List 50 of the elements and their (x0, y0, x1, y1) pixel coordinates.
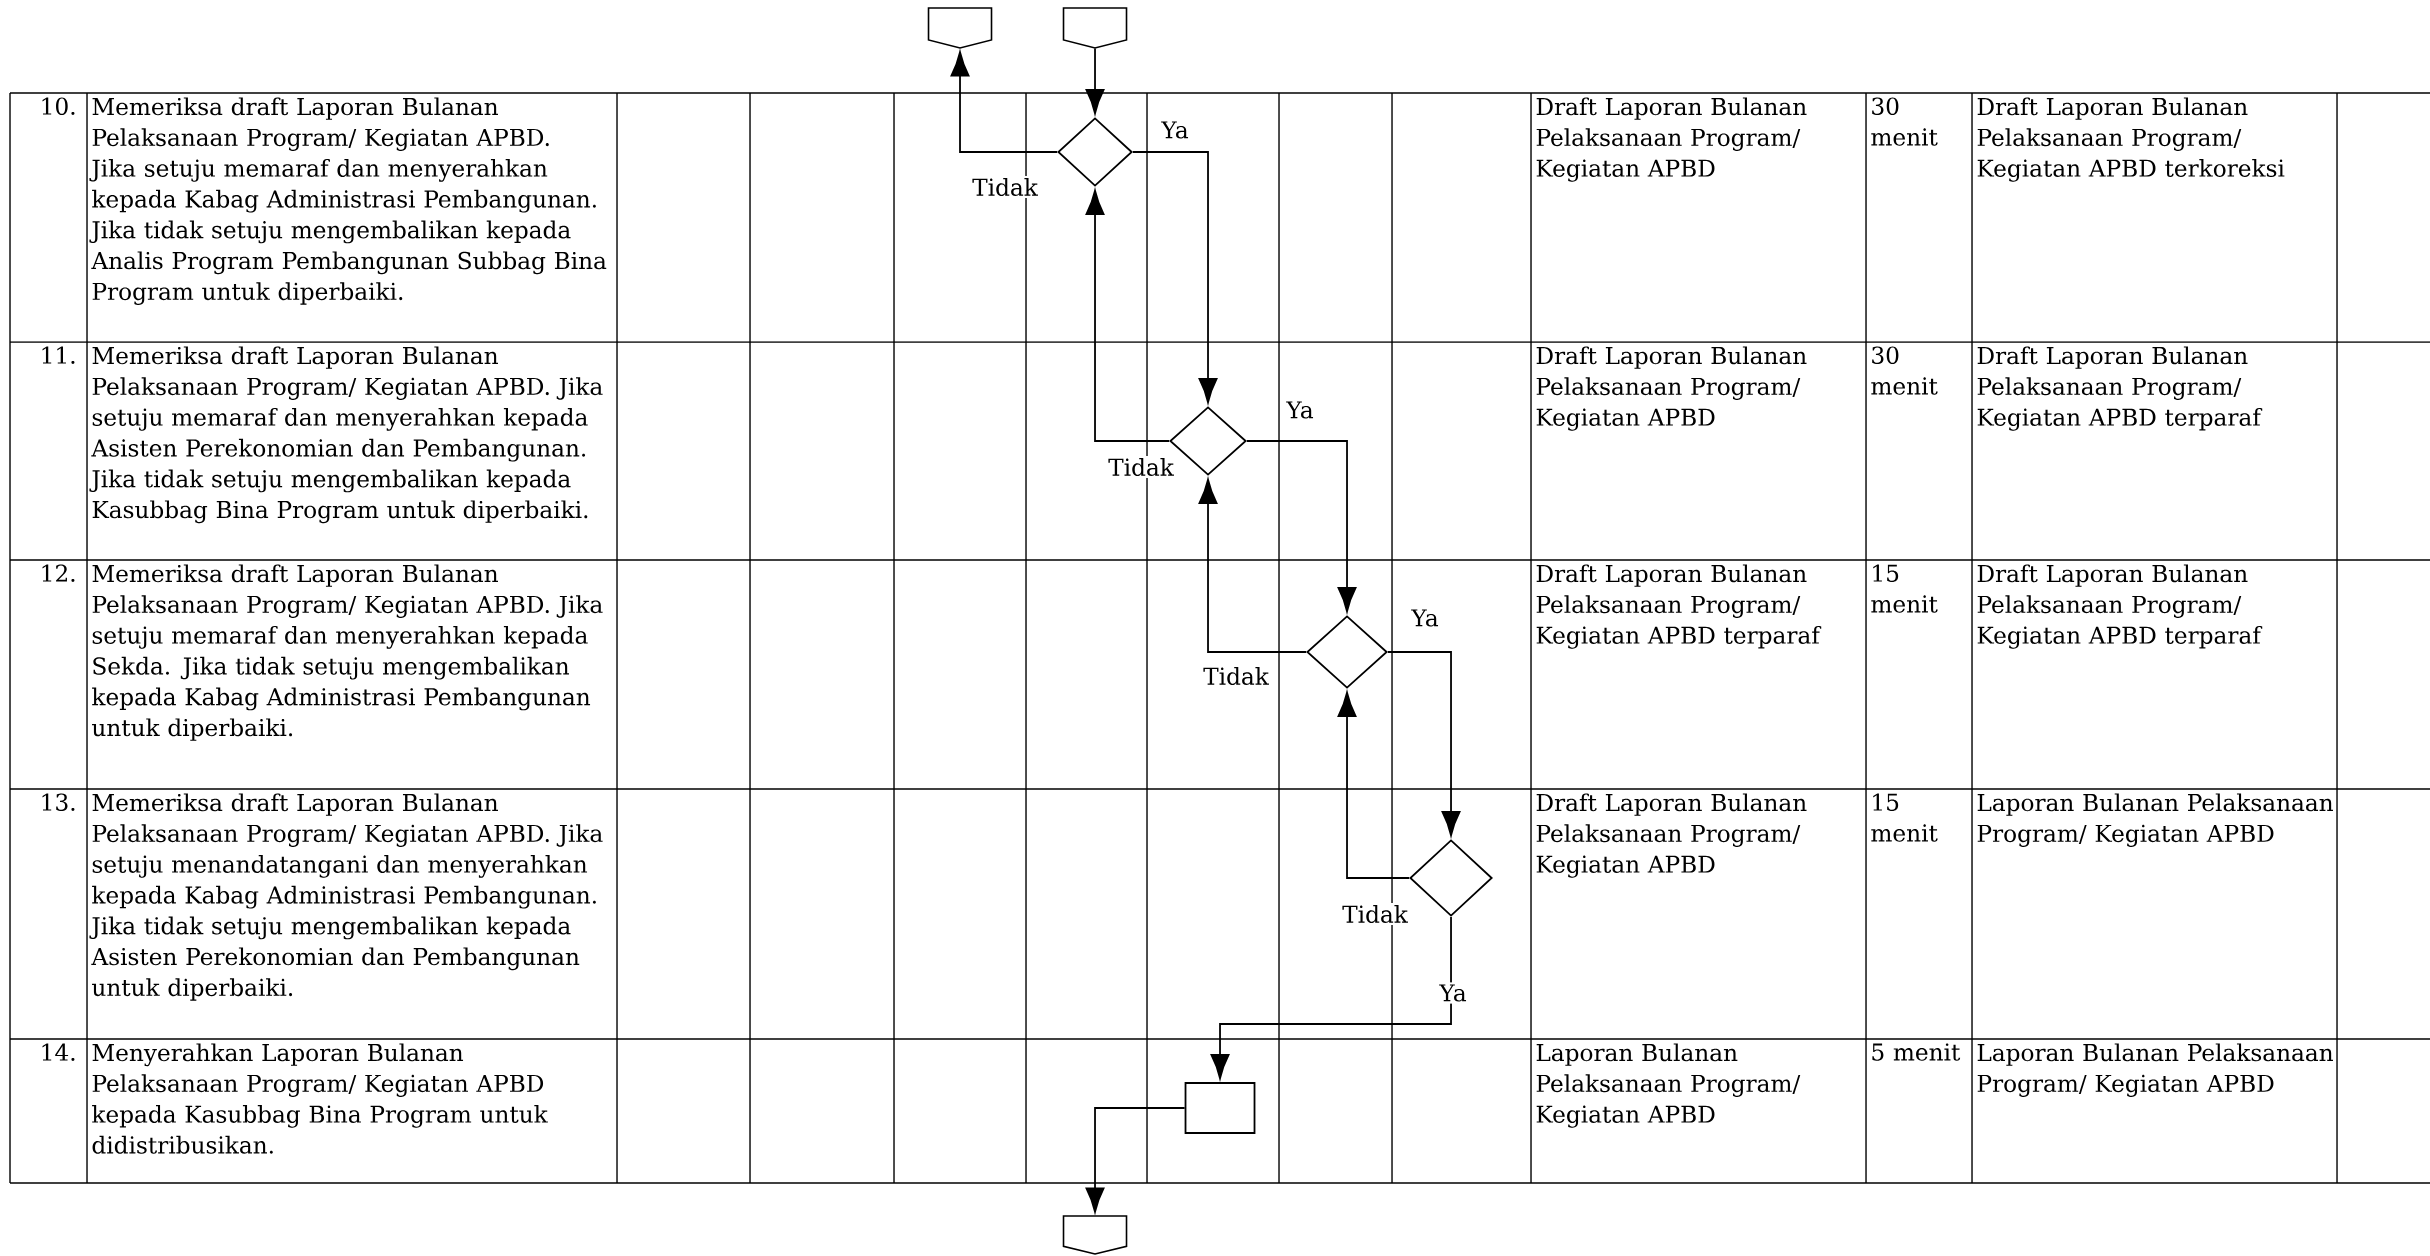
decision-diamond (1306, 615, 1388, 689)
edge-label: Tidak (970, 176, 1040, 198)
duration: 5 menit (1872, 1043, 1961, 1061)
step-number: 14. (42, 1043, 75, 1061)
decision-diamond (1057, 117, 1133, 187)
decision-diamond (1409, 839, 1493, 917)
output-document: Draft Laporan Bulanan Pelaksanaan Program/ Kegiatan APBD terparaf (1977, 564, 2263, 649)
step-number: 12. (42, 564, 75, 582)
edge-label: Ya (1159, 119, 1191, 141)
input-document: Draft Laporan Bulanan Pelaksanaan Program/ Kegiatan APBD terparaf (1536, 564, 1822, 649)
process-box (1184, 1082, 1256, 1134)
offpage-connector (1062, 1215, 1128, 1255)
arrow (1246, 440, 1357, 613)
step-number: 11. (42, 346, 75, 364)
output-document: Laporan Bulanan Pelaksanaan Program/ Kegiatan APBD (1977, 793, 2333, 847)
duration: 30 menit (1871, 346, 1938, 395)
input-document: Laporan Bulanan Pelaksanaan Program/ Kegiatan APBD (1536, 1043, 1801, 1128)
output-document: Laporan Bulanan Pelaksanaan Program/ Kegiatan APBD (1977, 1043, 2333, 1097)
edge-label: Ya (1284, 399, 1316, 421)
step-number: 10. (42, 97, 75, 115)
step-description: Memeriksa draft Laporan Bulanan Pelaksanaan Program/ Kegiatan APBD. Jika setuju menandatangani dan menyerahkan kepada Kabag Administrasi Pembangunan. Jika tidak setuju mengembalikan kepada Asisten Perekonomian dan Pembangunan untuk diperbaiki. (89, 793, 603, 1001)
offpage-connector (1062, 7, 1128, 49)
arrow (1387, 651, 1461, 837)
output-document: Draft Laporan Bulanan Pelaksanaan Program/ Kegiatan APBD terparaf (1977, 346, 2263, 431)
arrow (1085, 1107, 1186, 1213)
edge-label: Ya (1437, 982, 1469, 1004)
offpage-connector (927, 7, 993, 49)
input-document: Draft Laporan Bulanan Pelaksanaan Program/ Kegiatan APBD (1536, 346, 1807, 431)
edge-label: Tidak (1201, 665, 1271, 687)
arrow (1132, 151, 1218, 404)
arrow (1337, 691, 1410, 879)
arrow (950, 51, 1058, 153)
arrow (1085, 47, 1105, 115)
arrow (1210, 916, 1452, 1080)
step-description: Memeriksa draft Laporan Bulanan Pelaksanaan Program/ Kegiatan APBD. Jika setuju memaraf dan menyerahkan kepada Sekda. Jika tidak setuju mengembalikan kepada Kabag Administrasi Pembangunan untuk diperbaiki. (92, 564, 603, 741)
input-document: Draft Laporan Bulanan Pelaksanaan Program/ Kegiatan APBD (1536, 97, 1807, 182)
step-number: 13. (42, 793, 75, 811)
step-description: Memeriksa draft Laporan Bulanan Pelaksanaan Program/ Kegiatan APBD. Jika setuju memaraf dan menyerahkan kepada Kabag Administrasi Pembangunan. Jika tidak setuju mengembalikan kepada Analis Program Pembangunan Subbag Bina Program untuk diperbaiki. (89, 97, 607, 305)
duration: 30 menit (1871, 97, 1938, 146)
edge-label: Tidak (1340, 903, 1410, 925)
edge-label: Tidak (1106, 456, 1176, 478)
arrow (1085, 189, 1170, 442)
duration: 15 menit (1871, 564, 1938, 613)
duration: 15 menit (1871, 793, 1938, 842)
step-description: Menyerahkan Laporan Bulanan Pelaksanaan Program/ Kegiatan APBD kepada Kasubbag Bina Program untuk didistribusikan. (92, 1043, 548, 1154)
edge-label: Ya (1409, 607, 1441, 629)
arrow (1198, 478, 1307, 653)
step-description: Memeriksa draft Laporan Bulanan Pelaksanaan Program/ Kegiatan APBD. Jika setuju memaraf dan menyerahkan kepada Asisten Perekonomian dan Pembangunan. Jika tidak setuju mengembalikan kepada Kasubbag Bina Program untuk diperbaiki. (89, 346, 603, 524)
output-document: Draft Laporan Bulanan Pelaksanaan Program/ Kegiatan APBD terkoreksi (1977, 97, 2285, 182)
input-document: Draft Laporan Bulanan Pelaksanaan Program/ Kegiatan APBD (1536, 793, 1807, 878)
